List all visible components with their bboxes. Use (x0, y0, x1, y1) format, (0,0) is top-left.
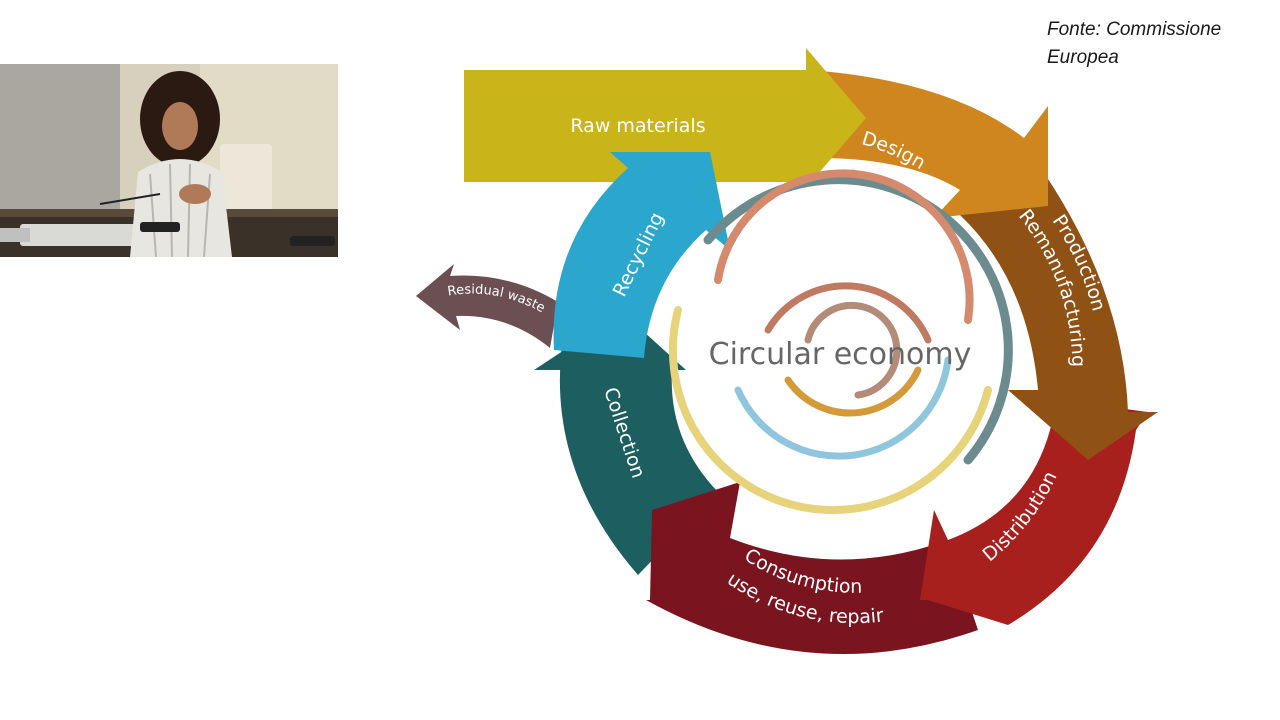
source-caption: Fonte: Commissione Europea (1047, 16, 1267, 72)
center-label: Circular economy (709, 337, 972, 372)
inner-orbit-rings (668, 169, 1013, 515)
speaker-video (0, 64, 338, 257)
circular-economy-diagram: Circular economy Raw materials Design Pr… (388, 40, 1208, 660)
raw-materials-arrow (464, 48, 866, 188)
source-line-1: Fonte: Commissione (1047, 19, 1222, 40)
source-line-2: Europea (1047, 47, 1119, 68)
recycling-segment (553, 152, 730, 358)
raw-materials-label: Raw materials (570, 115, 705, 137)
residual-waste-arrow (416, 264, 558, 348)
production-segment (960, 150, 1158, 460)
design-segment (804, 70, 1048, 218)
consumption-segment (646, 482, 978, 654)
